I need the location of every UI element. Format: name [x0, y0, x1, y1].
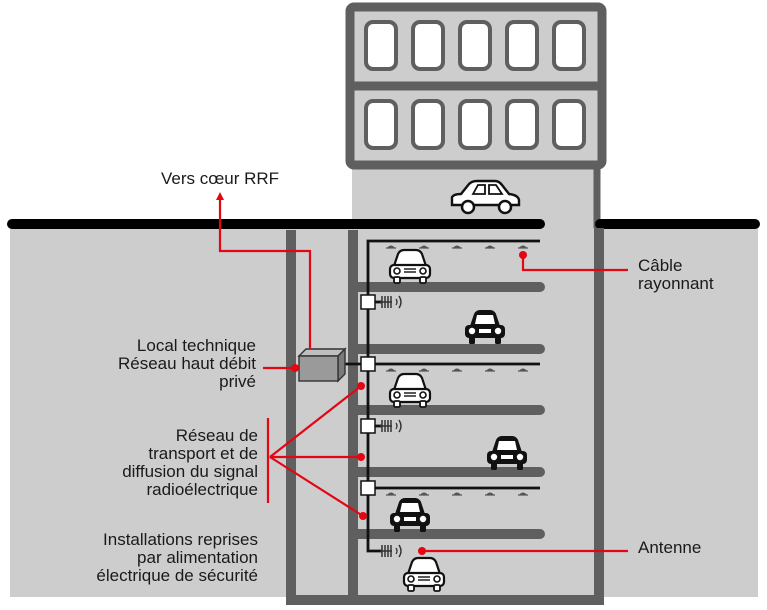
label-line: Local technique — [137, 336, 256, 355]
parking-floor-bottom — [286, 590, 604, 605]
splitter-box — [360, 418, 376, 434]
splitter-box — [360, 480, 376, 496]
label-rrf-core: Vers cœur RRF — [161, 169, 279, 188]
transport-network-leader — [269, 385, 362, 458]
window — [458, 99, 492, 150]
window — [364, 99, 398, 150]
label-line: transport et de — [148, 444, 258, 463]
rrf-core-leader — [218, 198, 312, 349]
callout-dot — [357, 382, 365, 390]
underground-parking-structure — [286, 228, 604, 605]
network-trunk — [366, 239, 540, 553]
callout-dot — [418, 547, 426, 555]
label-safety-power: Installations reprises par alimentation … — [96, 530, 258, 585]
label-line: privé — [219, 372, 256, 391]
label-line: Câble — [638, 256, 682, 275]
car-street-icon — [450, 179, 521, 215]
label-line: Installations reprises — [103, 530, 258, 549]
callout-dot — [359, 512, 367, 520]
window — [505, 20, 539, 71]
window — [505, 99, 539, 150]
label-radiating-cable: Câble rayonnant — [638, 256, 714, 293]
label-line: Réseau haut débit — [118, 354, 256, 373]
callout-dot — [291, 364, 299, 372]
label-antenna: Antenne — [638, 538, 701, 557]
window — [411, 20, 445, 71]
label-line: radioélectrique — [146, 480, 258, 499]
label-line: Réseau de — [176, 426, 258, 445]
splitter-box — [360, 356, 376, 372]
label-line: rayonnant — [638, 274, 714, 293]
label-line: diffusion du signal — [122, 462, 258, 481]
label-line: par alimentation — [137, 548, 258, 567]
callouts — [216, 192, 628, 555]
windows — [364, 20, 586, 150]
transport-network-leader — [269, 456, 364, 517]
label-technical-room: Local technique Réseau haut débit privé — [118, 336, 256, 391]
splitter-box — [360, 294, 376, 310]
radiating-cable-leader — [521, 255, 628, 272]
arrow-up-icon — [216, 192, 224, 200]
window — [411, 99, 445, 150]
window — [364, 20, 398, 71]
label-line: électrique de sécurité — [96, 566, 258, 585]
window — [552, 20, 586, 71]
callout-dot — [357, 453, 365, 461]
signal-network — [334, 239, 540, 558]
window — [552, 99, 586, 150]
technical-room-box — [297, 347, 347, 383]
label-transport-network: Réseau de transport et de diffusion du s… — [122, 426, 258, 499]
callout-dot — [519, 251, 527, 259]
window — [458, 20, 492, 71]
